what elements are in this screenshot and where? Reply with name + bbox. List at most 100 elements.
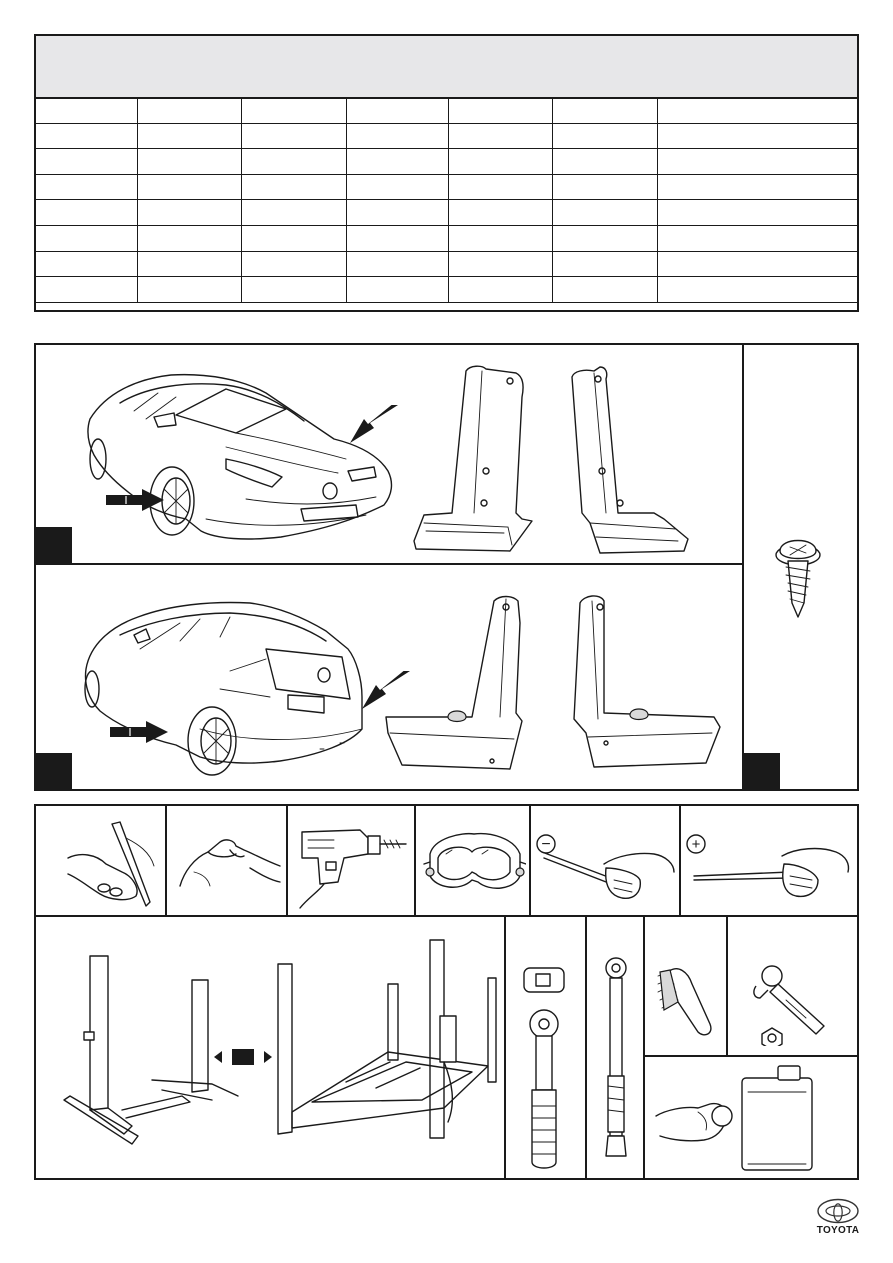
table-cell <box>346 122 449 150</box>
table-cell <box>552 122 658 150</box>
table-cell <box>35 148 138 175</box>
flat-screwdriver-icon <box>536 834 676 908</box>
table-cell <box>346 250 449 278</box>
front-wheel-arrow <box>106 489 166 511</box>
table-cell <box>35 199 138 226</box>
tapping-screw-illustration <box>770 533 830 619</box>
front-mudflap-right <box>566 363 696 555</box>
table-cell <box>241 148 347 175</box>
table-cell <box>241 199 347 226</box>
table-row <box>35 199 858 226</box>
rear-mudflap-left <box>382 593 554 773</box>
table-row <box>35 173 858 201</box>
tools-panel: − + <box>34 804 859 1180</box>
table-row <box>35 276 858 303</box>
parts-table <box>35 97 858 303</box>
table-cell <box>448 250 553 278</box>
front-bumper-arrow <box>348 405 400 445</box>
marker-pen-icon <box>66 818 162 910</box>
table-row <box>35 122 858 150</box>
front-section-tag <box>36 527 72 563</box>
table-cell <box>241 224 347 252</box>
rear-section-tag <box>36 753 72 789</box>
table-cell <box>346 224 449 252</box>
screw-column-divider <box>742 345 744 789</box>
tool-divider-10 <box>644 1055 857 1057</box>
cleaning-brush-icon <box>652 962 722 1042</box>
table-cell <box>657 224 858 252</box>
two-post-lift-icon <box>62 950 244 1146</box>
table-cell <box>346 276 449 303</box>
table-cell <box>657 276 858 303</box>
table-cell <box>657 148 858 175</box>
rear-wheel-arrow <box>110 721 170 743</box>
toyota-emblem-icon <box>817 1198 859 1224</box>
table-cell <box>241 122 347 150</box>
table-cell <box>35 224 138 252</box>
tool-divider-5 <box>679 806 681 916</box>
row-divider <box>36 563 744 565</box>
table-cell <box>657 97 858 124</box>
table-cell <box>137 276 242 303</box>
tool-divider-6 <box>504 916 506 1178</box>
torque-wrench-icon <box>592 956 642 1166</box>
table-cell <box>137 173 242 201</box>
toyota-logo: TOYOTA <box>810 1198 866 1238</box>
table-cell <box>657 173 858 201</box>
table-cell <box>448 276 553 303</box>
table-cell <box>346 97 449 124</box>
table-cell <box>241 250 347 278</box>
front-car-illustration <box>76 359 416 544</box>
table-cell <box>552 97 658 124</box>
screw-section-tag <box>744 753 780 789</box>
hand-wipe-icon <box>654 1086 744 1166</box>
table-cell <box>137 148 242 175</box>
lift-or-arrows <box>214 1046 272 1068</box>
rear-mudflap-right <box>566 593 726 773</box>
table-row <box>35 224 858 252</box>
tool-divider-4 <box>529 806 531 916</box>
table-cell <box>657 250 858 278</box>
socket-ratchet-icon <box>512 966 582 1170</box>
table-cell <box>137 122 242 150</box>
phillips-symbol: + <box>686 836 706 856</box>
tools-top-row-divider <box>36 915 857 917</box>
ratchet-nut-icon <box>742 956 852 1046</box>
safety-goggles-icon <box>422 824 526 908</box>
brand-name: TOYOTA <box>816 1225 860 1236</box>
table-cell <box>552 224 658 252</box>
tool-divider-3 <box>414 806 416 916</box>
table-cell <box>657 199 858 226</box>
parts-table-frame <box>34 34 859 312</box>
phillips-screwdriver-icon <box>686 834 852 908</box>
tool-divider-7 <box>585 916 587 1178</box>
phillips-symbol-text: + <box>691 836 701 853</box>
tool-divider-8 <box>643 916 645 1178</box>
table-cell <box>241 173 347 201</box>
tool-divider-1 <box>165 806 167 916</box>
front-mudflap-left <box>412 363 552 555</box>
table-cell <box>241 276 347 303</box>
table-cell <box>137 224 242 252</box>
table-cell <box>137 97 242 124</box>
table-cell <box>448 122 553 150</box>
table-cell <box>448 224 553 252</box>
table-cell <box>552 148 658 175</box>
table-cell <box>657 122 858 150</box>
electric-drill-icon <box>294 818 410 910</box>
table-cell <box>346 148 449 175</box>
rear-bumper-arrow <box>360 671 412 711</box>
tool-divider-9 <box>726 916 728 1056</box>
tool-divider-2 <box>286 806 288 916</box>
table-cell <box>35 122 138 150</box>
table-cell <box>552 199 658 226</box>
table-cell <box>137 250 242 278</box>
table-cell <box>448 148 553 175</box>
flat-symbol-text: − <box>541 836 551 853</box>
hand-check-icon <box>174 828 282 898</box>
table-row <box>35 97 858 124</box>
table-cell <box>35 97 138 124</box>
table-cell <box>35 276 138 303</box>
table-cell <box>137 199 242 226</box>
table-cell <box>448 199 553 226</box>
